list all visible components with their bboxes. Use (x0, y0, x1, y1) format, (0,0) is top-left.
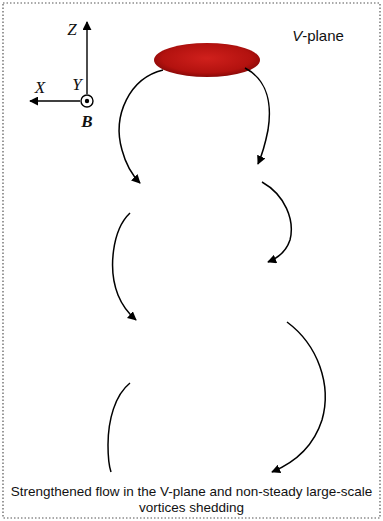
red-ellipse (154, 43, 260, 77)
axis-label: Z (67, 21, 76, 40)
axis-label: X (35, 79, 45, 98)
plane-label: V-plane (292, 28, 344, 45)
z-axis (86, 22, 87, 94)
dotted-frame (3, 3, 380, 518)
caption-text: Strengthened flow in the V-plane and non… (10, 484, 373, 516)
axis-label: Y (72, 76, 81, 95)
y-axis-dot (85, 99, 89, 103)
vortex-arrows (108, 68, 325, 472)
y-axis-symbol (81, 95, 93, 107)
field-label: B (81, 113, 92, 132)
x-axis (30, 100, 80, 101)
